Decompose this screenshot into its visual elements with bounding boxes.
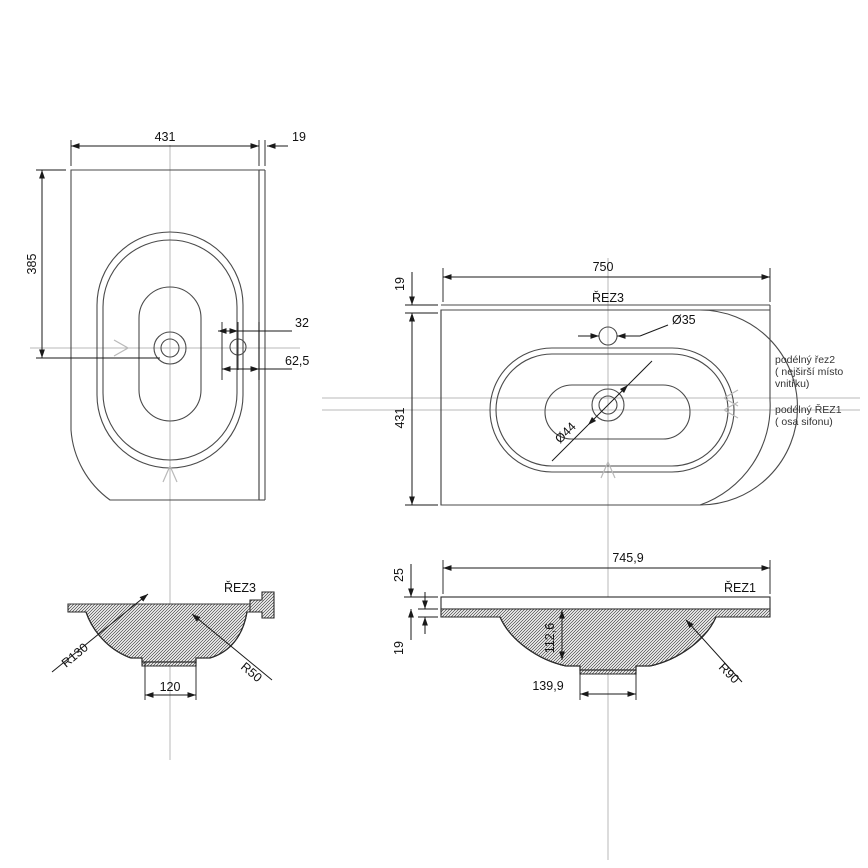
side-625-label: 62,5 bbox=[285, 354, 309, 368]
plan-19-label: 19 bbox=[393, 277, 407, 291]
side-431-label: 431 bbox=[155, 130, 176, 144]
side-32-label: 32 bbox=[295, 316, 309, 330]
plan-d35-leader bbox=[639, 324, 669, 337]
rez1-inner-face bbox=[499, 616, 717, 671]
plan-d44-leader-a bbox=[551, 424, 589, 462]
rez1-139-label: 139,9 bbox=[532, 679, 563, 693]
side-view-bowl-outer2 bbox=[102, 239, 238, 461]
side-view-bowl-outer bbox=[96, 231, 244, 469]
rez1-112-label: 112,6 bbox=[543, 623, 557, 653]
side-view-section-arrow-bottom bbox=[162, 464, 178, 483]
side-view-group: 431 19 385 32 62,5 bbox=[25, 130, 309, 760]
plan-view-bowl-outer bbox=[489, 347, 735, 473]
rez1-top-slab bbox=[440, 596, 771, 610]
rez1-label: ŘEZ1 bbox=[724, 580, 756, 595]
rez1-19-label: 19 bbox=[392, 641, 406, 655]
plan-view-section-arrow-bottom bbox=[600, 460, 616, 479]
plan-view-group: ŘEZ3 750 19 431 Ø35 Ø44 podélný řez2 ( n… bbox=[322, 258, 860, 860]
plan-view-section-arrow-rez2 bbox=[722, 389, 739, 407]
rez3-inner-face bbox=[85, 611, 248, 663]
rez1-25-label: 25 bbox=[392, 568, 406, 582]
plan-note-rez1-line1: podélný ŘEZ1 bbox=[775, 403, 842, 416]
plan-view-rez3-label: ŘEZ3 bbox=[592, 290, 624, 305]
rez1-745-label: 745,9 bbox=[612, 551, 643, 565]
plan-note-rez1-line2: ( osa sifonu) bbox=[775, 416, 833, 428]
plan-note-rez2-line2: ( nejširší místo bbox=[775, 366, 843, 378]
rez3-rim-lip bbox=[249, 591, 275, 619]
plan-d44-label: Ø44 bbox=[552, 419, 579, 446]
plan-d44-dim-line bbox=[587, 384, 629, 426]
plan-d44-leader-b bbox=[627, 360, 653, 386]
rez1-r90-leader bbox=[685, 619, 743, 683]
side-385-label: 385 bbox=[25, 254, 39, 275]
rez3-r50-leader bbox=[191, 613, 273, 681]
plan-note-rez2-line1: podélný řez2 bbox=[775, 354, 835, 366]
plan-d35-label: Ø35 bbox=[672, 313, 696, 327]
side-view-drain-inner bbox=[160, 338, 180, 358]
side-view-drain-outer bbox=[153, 331, 187, 365]
section-rez3-group: ŘEZ3 R130 R50 120 bbox=[51, 545, 275, 760]
rez1-r90-label: R90 bbox=[716, 660, 742, 686]
plan-view-bowl-outer2 bbox=[495, 353, 729, 467]
rez3-120-label: 120 bbox=[160, 680, 181, 694]
plan-note-rez2-line3: vnitřku) bbox=[775, 378, 809, 390]
plan-431-label: 431 bbox=[393, 408, 407, 429]
rez3-r130-leader bbox=[51, 593, 149, 673]
plan-view-bowl-inner bbox=[544, 384, 691, 440]
plan-view-outline bbox=[440, 309, 799, 506]
side-view-section-arrow-left bbox=[113, 339, 130, 357]
plan-750-label: 750 bbox=[593, 260, 614, 274]
plan-view-section-arrow-rez1 bbox=[722, 401, 739, 419]
side-view-bowl-inner bbox=[138, 286, 202, 422]
rez3-r50-label: R50 bbox=[238, 660, 265, 685]
side-19-label: 19 bbox=[292, 130, 306, 144]
section-rez1-group: ŘEZ1 745,9 25 19 112,6 139,9 R90 bbox=[392, 530, 771, 860]
side-view-outline bbox=[70, 169, 260, 501]
plan-view-body-right bbox=[441, 310, 771, 506]
rez3-label: ŘEZ3 bbox=[224, 580, 256, 595]
